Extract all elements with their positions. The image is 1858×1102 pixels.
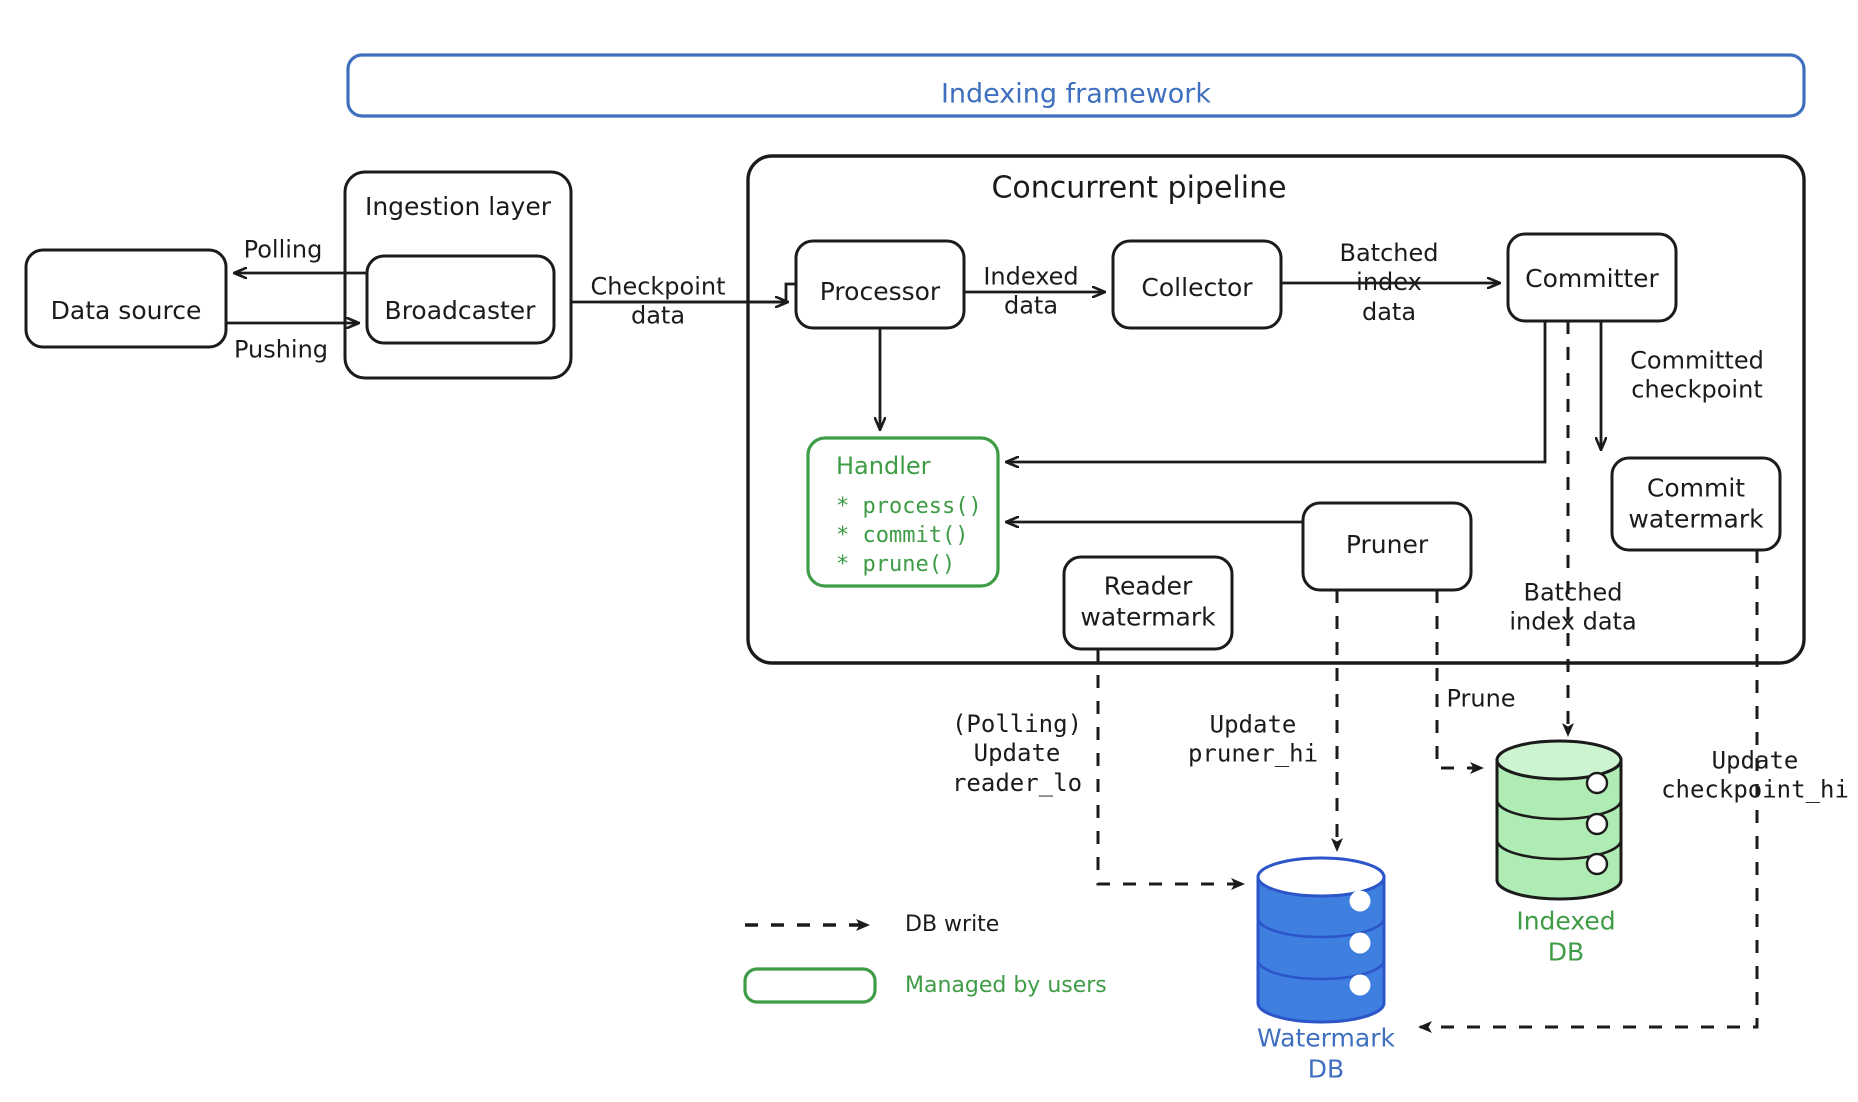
node-reader-watermark-shape bbox=[1062, 555, 1234, 651]
edge-committer-to-handler bbox=[1008, 321, 1547, 462]
node-data-source-shape bbox=[24, 248, 228, 349]
node-processor-shape bbox=[794, 239, 966, 330]
edge-prune bbox=[1435, 590, 1484, 774]
node-commit-watermark-shape bbox=[1610, 456, 1782, 552]
indexing-framework-box bbox=[346, 53, 1806, 118]
indexed-db-cylinder bbox=[1495, 739, 1623, 901]
node-collector-shape bbox=[1111, 239, 1283, 330]
node-handler-shape bbox=[806, 436, 1000, 588]
edge-update-reader-lo bbox=[1096, 649, 1245, 890]
node-broadcaster-shape bbox=[365, 254, 556, 345]
legend-managed-box bbox=[743, 967, 877, 1004]
node-pruner-shape bbox=[1301, 501, 1473, 592]
watermark-db-cylinder bbox=[1256, 856, 1386, 1024]
node-committer-shape bbox=[1506, 232, 1678, 323]
edge-update-checkpoint-hi bbox=[1418, 550, 1759, 1033]
